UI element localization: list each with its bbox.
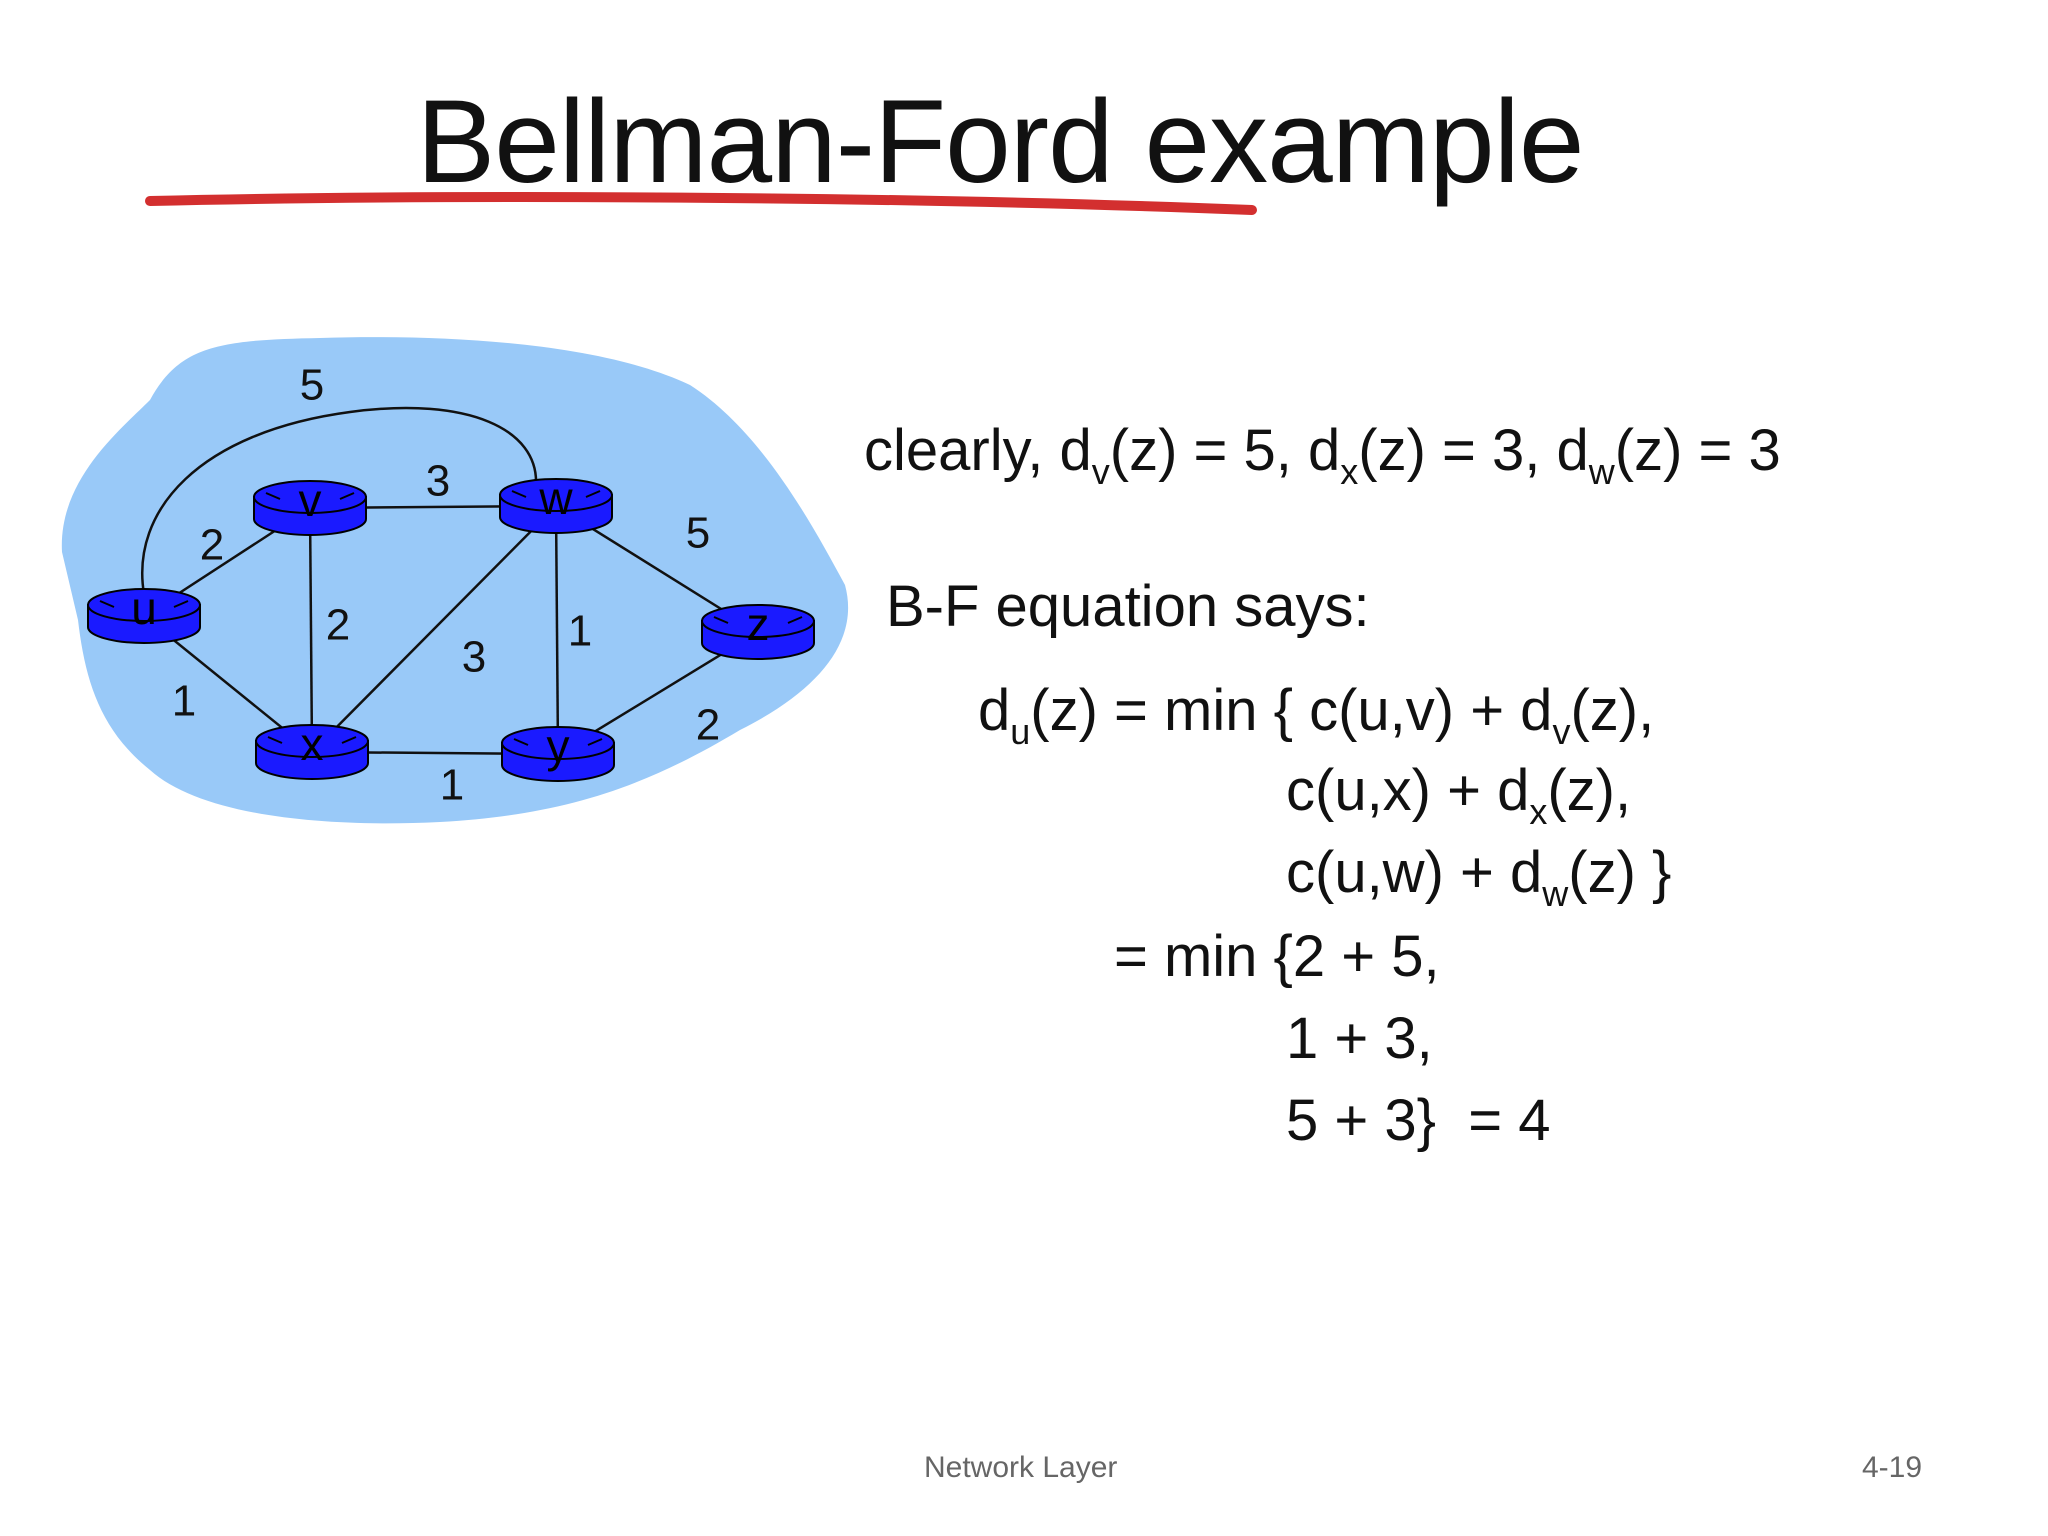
edge-cost-u-x: 1 xyxy=(172,677,196,726)
edge-cost-x-y: 1 xyxy=(440,761,464,810)
clearly-line: clearly, dv(z) = 5, dx(z) = 3, dw(z) = 3 xyxy=(864,418,1781,492)
equation-line-3: c(u,w) + dw(z) } xyxy=(1286,840,1672,914)
router-label-v: v xyxy=(299,474,322,526)
footer-page-number: 4-19 xyxy=(1862,1451,1923,1484)
router-label-z: z xyxy=(747,598,770,650)
router-label-u: u xyxy=(131,582,157,634)
edge-cost-x-w: 3 xyxy=(462,633,486,682)
router-label-w: w xyxy=(538,472,573,524)
router-label-x: x xyxy=(301,718,324,770)
edge-cost-v-w: 3 xyxy=(426,457,450,506)
router-z: z xyxy=(701,598,815,660)
edge-v-x xyxy=(308,507,314,753)
router-w: w xyxy=(499,472,613,534)
bf-equation-label: B-F equation says: xyxy=(886,574,1370,639)
equation-line-1: du(z) = min { c(u,v) + dv(z), xyxy=(978,678,1655,752)
equation-line-5: 1 + 3, xyxy=(1286,1006,1433,1071)
slide-title: Bellman-Ford example xyxy=(416,76,1584,208)
edge-w-y xyxy=(554,505,560,755)
network-cloud xyxy=(61,337,849,824)
network-graph: 2 1 5 3 2 3 1 1 5 2 u v w x y z xyxy=(61,337,849,824)
router-v: v xyxy=(253,474,367,536)
edge-cost-v-x: 2 xyxy=(326,601,350,650)
edge-x-w xyxy=(311,505,557,753)
router-y: y xyxy=(501,720,615,782)
title-underline xyxy=(145,192,1257,215)
router-u: u xyxy=(87,582,201,644)
router-x: x xyxy=(255,718,369,780)
footer-left: Network Layer xyxy=(924,1451,1118,1484)
equation-line-6: 5 + 3} = 4 xyxy=(1286,1088,1551,1153)
edge-cost-u-v: 2 xyxy=(200,521,224,570)
routers-layer: u v w x y z xyxy=(87,472,815,782)
edge-cost-w-z: 5 xyxy=(686,509,710,558)
edge-cost-w-y: 1 xyxy=(568,607,592,656)
equation-line-2: c(u,x) + dx(z), xyxy=(1286,758,1632,832)
edge-cost-u-w: 5 xyxy=(300,361,324,410)
edge-cost-labels: 2 1 5 3 2 3 1 1 5 2 xyxy=(172,361,720,810)
equation-line-4: = min {2 + 5, xyxy=(1114,924,1440,989)
edge-cost-y-z: 2 xyxy=(696,701,720,750)
router-label-y: y xyxy=(547,720,570,772)
edge-u-w xyxy=(141,406,538,595)
